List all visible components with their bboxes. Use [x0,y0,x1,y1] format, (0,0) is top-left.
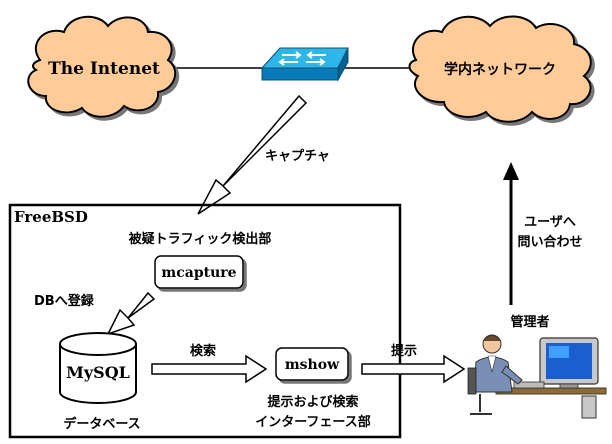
database-label: データベース [63,416,140,432]
db-register-label: DBへ登録 [34,293,95,309]
db-register-arrow [106,291,156,336]
inquiry-label-line1: ユーザへ [524,215,576,230]
campus-network-cloud: 学内ネットワーク [408,15,592,123]
inquiry-label-line2: 問い合わせ [517,234,582,250]
mysql-database-icon: MySQL [59,332,137,404]
administrator-icon [467,334,607,419]
detector-label: 被疑トラフィック検出部 [128,231,272,247]
capture-label: キャプチャ [265,149,330,164]
mshow-box [275,347,349,381]
freebsd-box [8,203,402,439]
internet-cloud: The Intenet [27,15,177,118]
inquiry-arrow [503,162,519,305]
capture-arrow [197,94,308,215]
mysql-label: MySQL [66,363,130,382]
search-arrow [151,354,268,384]
mcapture-box [154,255,244,289]
present-label: 提示 [391,343,417,359]
network-switch-icon [260,47,349,82]
mcapture-label: mcapture [161,265,236,281]
search-label: 検索 [190,343,216,359]
interface-label-line1: 提示および検索 [267,394,358,410]
mshow-label: mshow [285,357,340,373]
interface-label-line2: インターフェース部 [255,414,371,430]
internet-label: The Intenet [48,59,160,79]
admin-label: 管理者 [510,314,549,330]
present-arrow [361,354,466,384]
campus-network-label: 学内ネットワーク [444,61,556,78]
freebsd-title: FreeBSD [14,208,88,226]
